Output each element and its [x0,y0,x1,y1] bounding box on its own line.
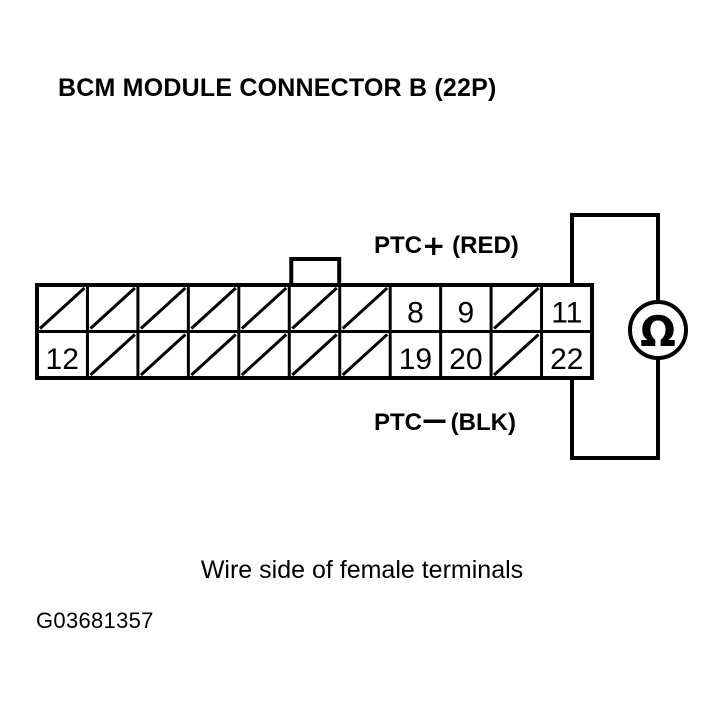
cell-blank-slash [190,286,237,330]
minus-sign-icon: –– [422,403,447,436]
ohmmeter-wiring [570,213,660,460]
page-title: BCM MODULE CONNECTOR B (22P) [58,74,497,102]
cell-blank-slash [240,286,288,330]
connector-body: 8 9 11 12 19 20 22 [35,257,594,380]
ptc-negative-wire-color: (BLK) [450,409,516,436]
cell-blank-slash [291,286,338,330]
pin-number-11: 11 [551,297,582,330]
ptc-positive-prefix: PTC [374,232,422,259]
cell-blank-slash [493,286,540,330]
cell-blank-slash [291,333,338,377]
ptc-negative-label: PTC–– (BLK) [374,406,516,437]
pin-number-8: 8 [407,297,424,330]
pin-number-12: 12 [46,343,79,376]
pin-number-22: 22 [550,343,583,376]
cell-blank-slash [341,333,389,377]
ptc-negative-prefix: PTC [374,409,422,436]
pin-number-19: 19 [399,343,432,376]
figure-id: G03681357 [36,608,154,633]
cell-blank-slash [341,286,389,330]
ptc-positive-label: PTC+ (RED) [374,232,519,260]
cell-blank-slash [493,333,540,377]
cell-blank-slash [190,333,237,377]
connector-diagram: 8 9 11 12 19 20 22 Ω [35,213,688,460]
wire-negative-lead [570,358,660,460]
pin-number-9: 9 [458,297,475,330]
figure-caption: Wire side of female terminals [200,556,524,584]
pin-number-20: 20 [449,343,482,376]
ohmmeter-symbol: Ω [628,300,688,360]
ohmmeter-circle [628,300,688,360]
ptc-positive-wire-color: (RED) [452,232,519,259]
cell-blank-slash [89,333,136,377]
cell-blank-slash [139,333,187,377]
omega-icon: Ω [640,307,676,356]
connector-locking-tab [289,257,342,285]
cell-blank-slash [38,286,86,330]
cell-blank-slash [240,333,288,377]
wire-positive-lead [570,213,660,302]
cell-blank-slash [139,286,187,330]
plus-sign-icon: + [422,229,446,262]
cell-blank-slash [89,286,136,330]
